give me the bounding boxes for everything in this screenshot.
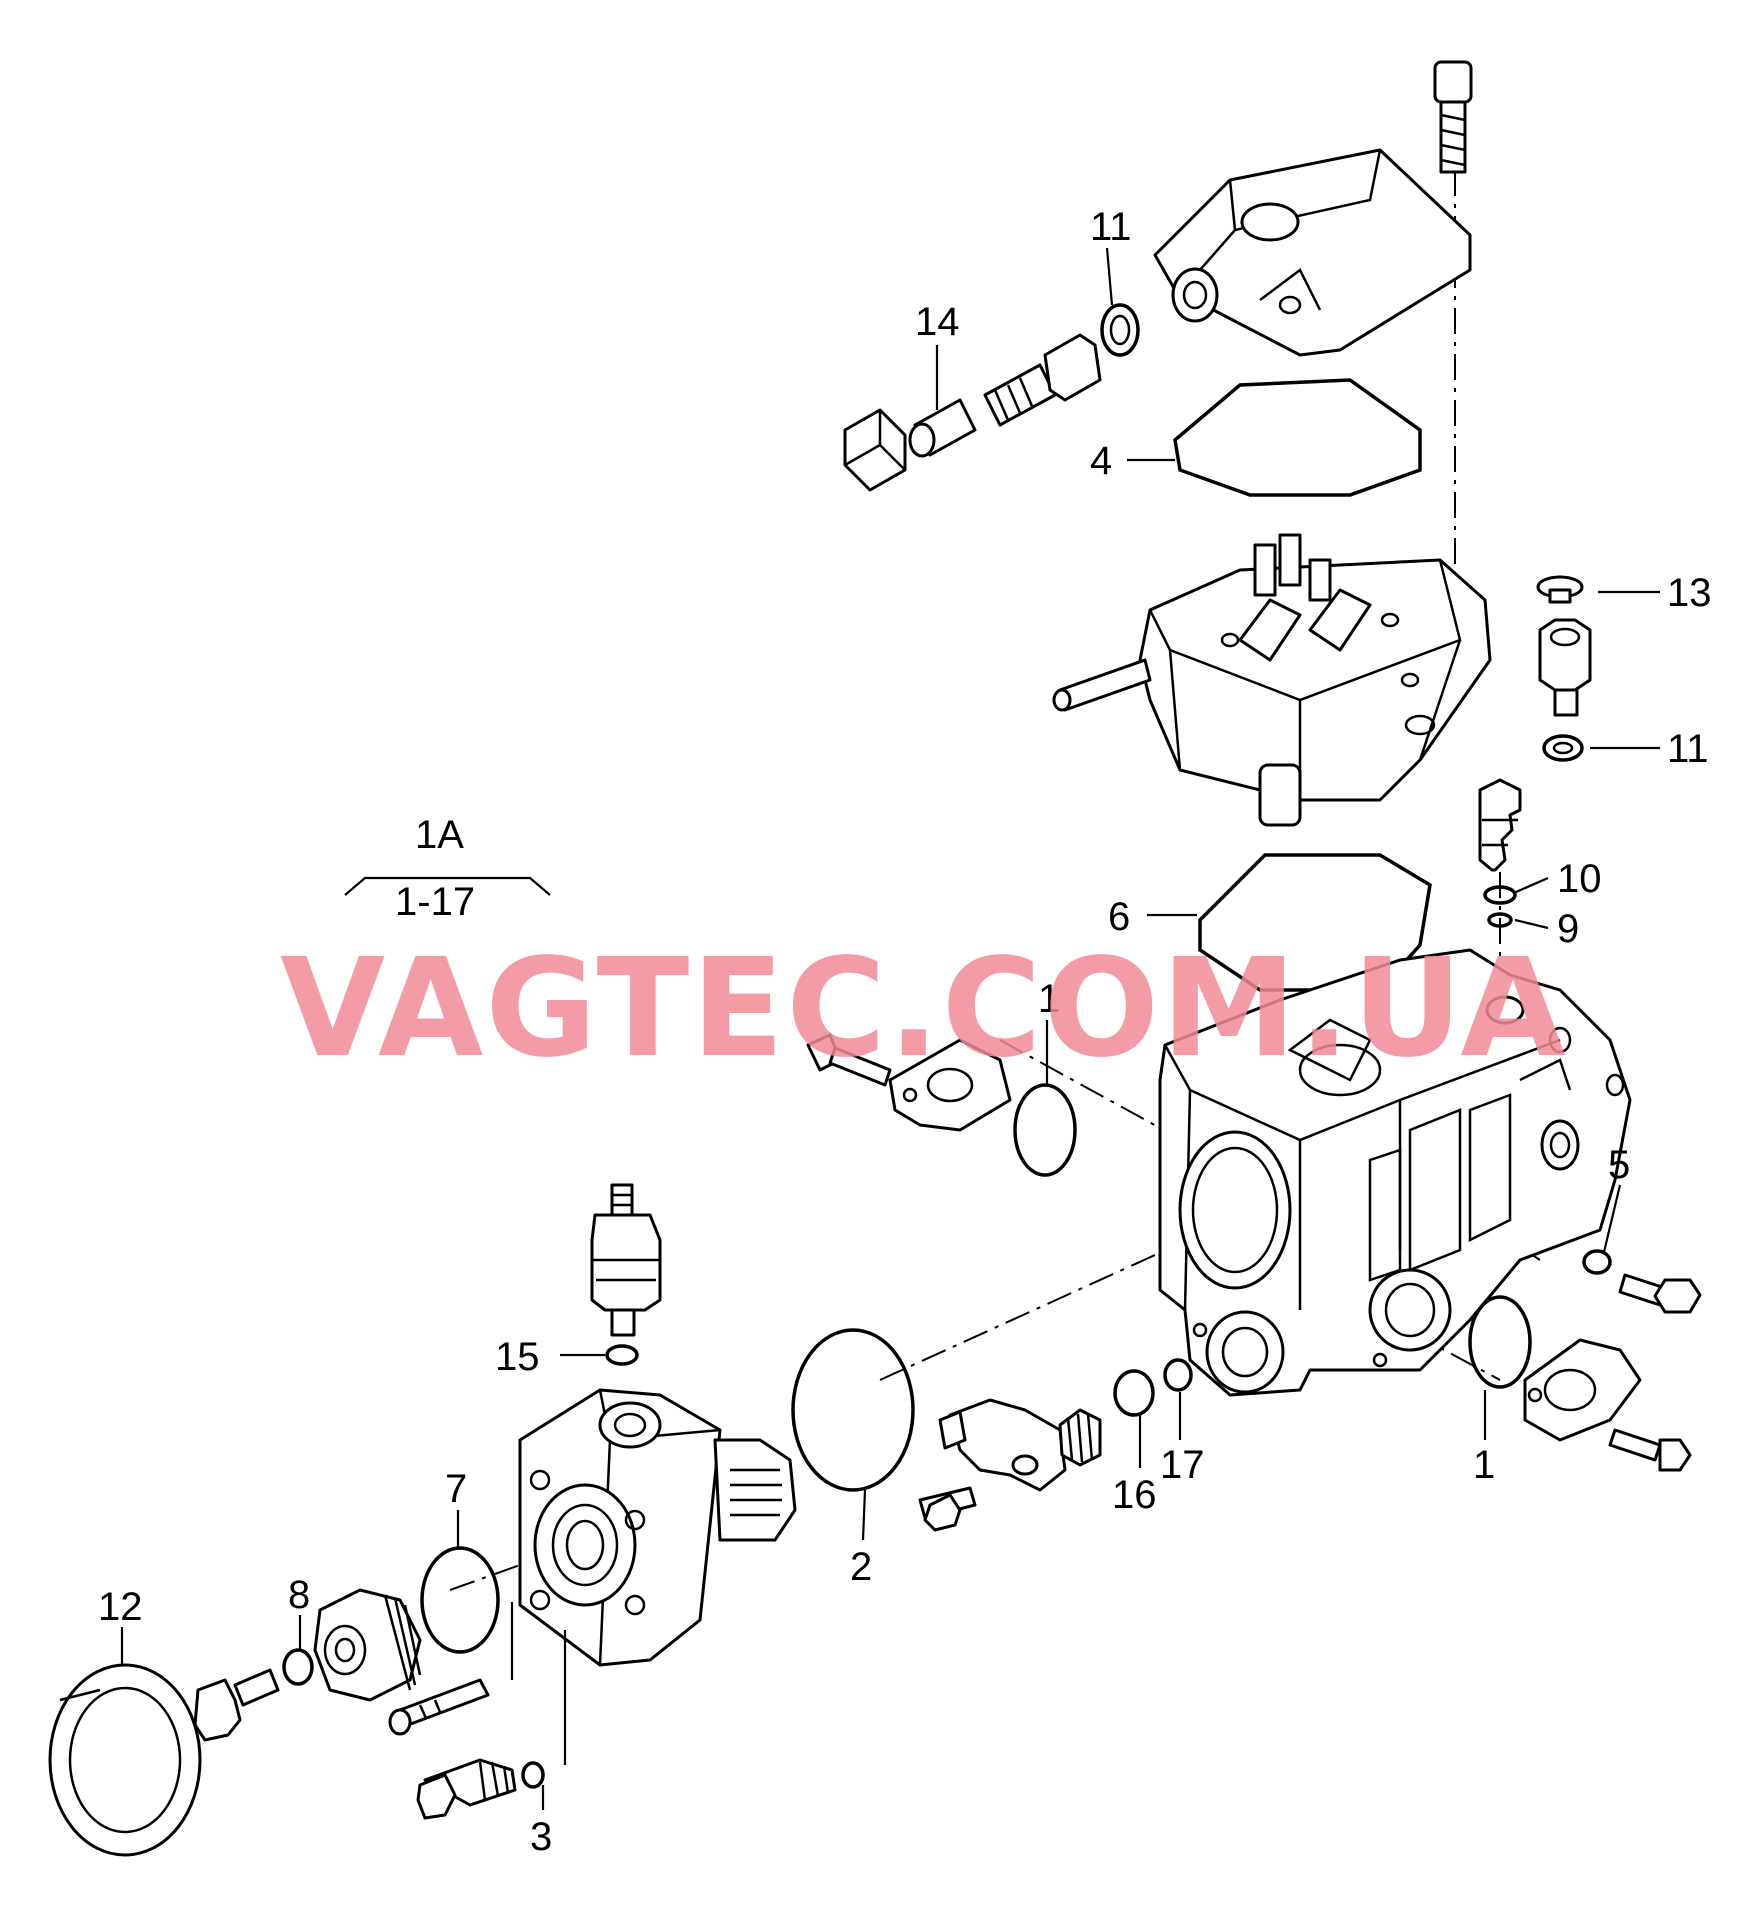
solenoid-valve-assembly (918, 1398, 1102, 1532)
seal-ring-11-top (1100, 303, 1140, 357)
fitting-assembly-14 (843, 333, 1102, 492)
flange-plate-left (806, 1033, 1012, 1132)
callout-8: 8 (288, 1573, 310, 1617)
callout-1-lower: 1 (1473, 1443, 1495, 1487)
watermark: VAGTEC.COM.UA (280, 930, 1568, 1088)
group-label: 1A (415, 813, 464, 857)
seal-ring-3 (521, 1761, 545, 1789)
callout-4: 4 (1090, 439, 1112, 483)
o-ring-1-upper (1013, 1083, 1077, 1177)
seal-ring-16 (1113, 1369, 1155, 1417)
callout-11-right: 11 (1667, 727, 1709, 771)
callout-16: 16 (1112, 1473, 1157, 1517)
seal-ring-8 (282, 1648, 314, 1686)
callout-13: 13 (1667, 571, 1712, 615)
o-ring-7 (420, 1546, 500, 1654)
banjo-bolt (193, 1668, 280, 1742)
seal-ring-15 (605, 1344, 639, 1366)
threaded-plug (313, 1588, 422, 1702)
callout-10: 10 (1557, 857, 1602, 901)
callout-15: 15 (495, 1335, 540, 1379)
cutoff-valve-15 (590, 1183, 662, 1337)
group-range: 1-17 (395, 880, 475, 924)
callout-5: 5 (1608, 1143, 1630, 1187)
cover-bolt (1433, 60, 1473, 174)
governor-housing (1052, 533, 1492, 827)
callout-7: 7 (445, 1467, 467, 1511)
screw-3 (416, 1758, 517, 1820)
callout-2: 2 (850, 1545, 872, 1589)
seal-ring-9 (1487, 912, 1513, 928)
leader-lines (120, 247, 1660, 1810)
assembly-axes (449, 170, 1541, 1591)
seal-ring-11-right (1542, 734, 1584, 762)
callout-14: 14 (915, 300, 960, 344)
callout-17: 17 (1160, 1443, 1205, 1487)
valve-10 (1478, 778, 1522, 872)
callout-3: 3 (530, 1815, 552, 1859)
callout-1-upper: 1 (1038, 977, 1060, 1021)
stud-bolt (388, 1678, 490, 1736)
shaft-seal-12 (48, 1663, 202, 1857)
union-nut-fitting (1538, 618, 1592, 717)
bolt-5 (1618, 1273, 1702, 1314)
cover-gasket-4 (1173, 378, 1422, 497)
pump-main-housing (1158, 948, 1632, 1397)
pump-top-cover (1153, 148, 1472, 357)
seal-ring-17 (1163, 1358, 1193, 1392)
callout-6: 6 (1108, 895, 1130, 939)
end-cover-right (1523, 1338, 1692, 1472)
callouts: 11 14 4 13 11 10 9 6 1 5 1 16 17 2 15 7 … (98, 205, 1712, 1859)
callout-9: 9 (1557, 907, 1579, 951)
gasket-6 (1198, 853, 1432, 992)
o-ring-2 (791, 1328, 915, 1492)
callout-11-top: 11 (1090, 205, 1132, 249)
plug-13 (1536, 575, 1584, 604)
callout-12: 12 (98, 1585, 143, 1629)
o-ring-1-lower (1468, 1295, 1532, 1389)
distributor-head (518, 1388, 797, 1667)
seal-ring-10 (1483, 885, 1517, 905)
seal-ring-5 (1582, 1249, 1612, 1275)
